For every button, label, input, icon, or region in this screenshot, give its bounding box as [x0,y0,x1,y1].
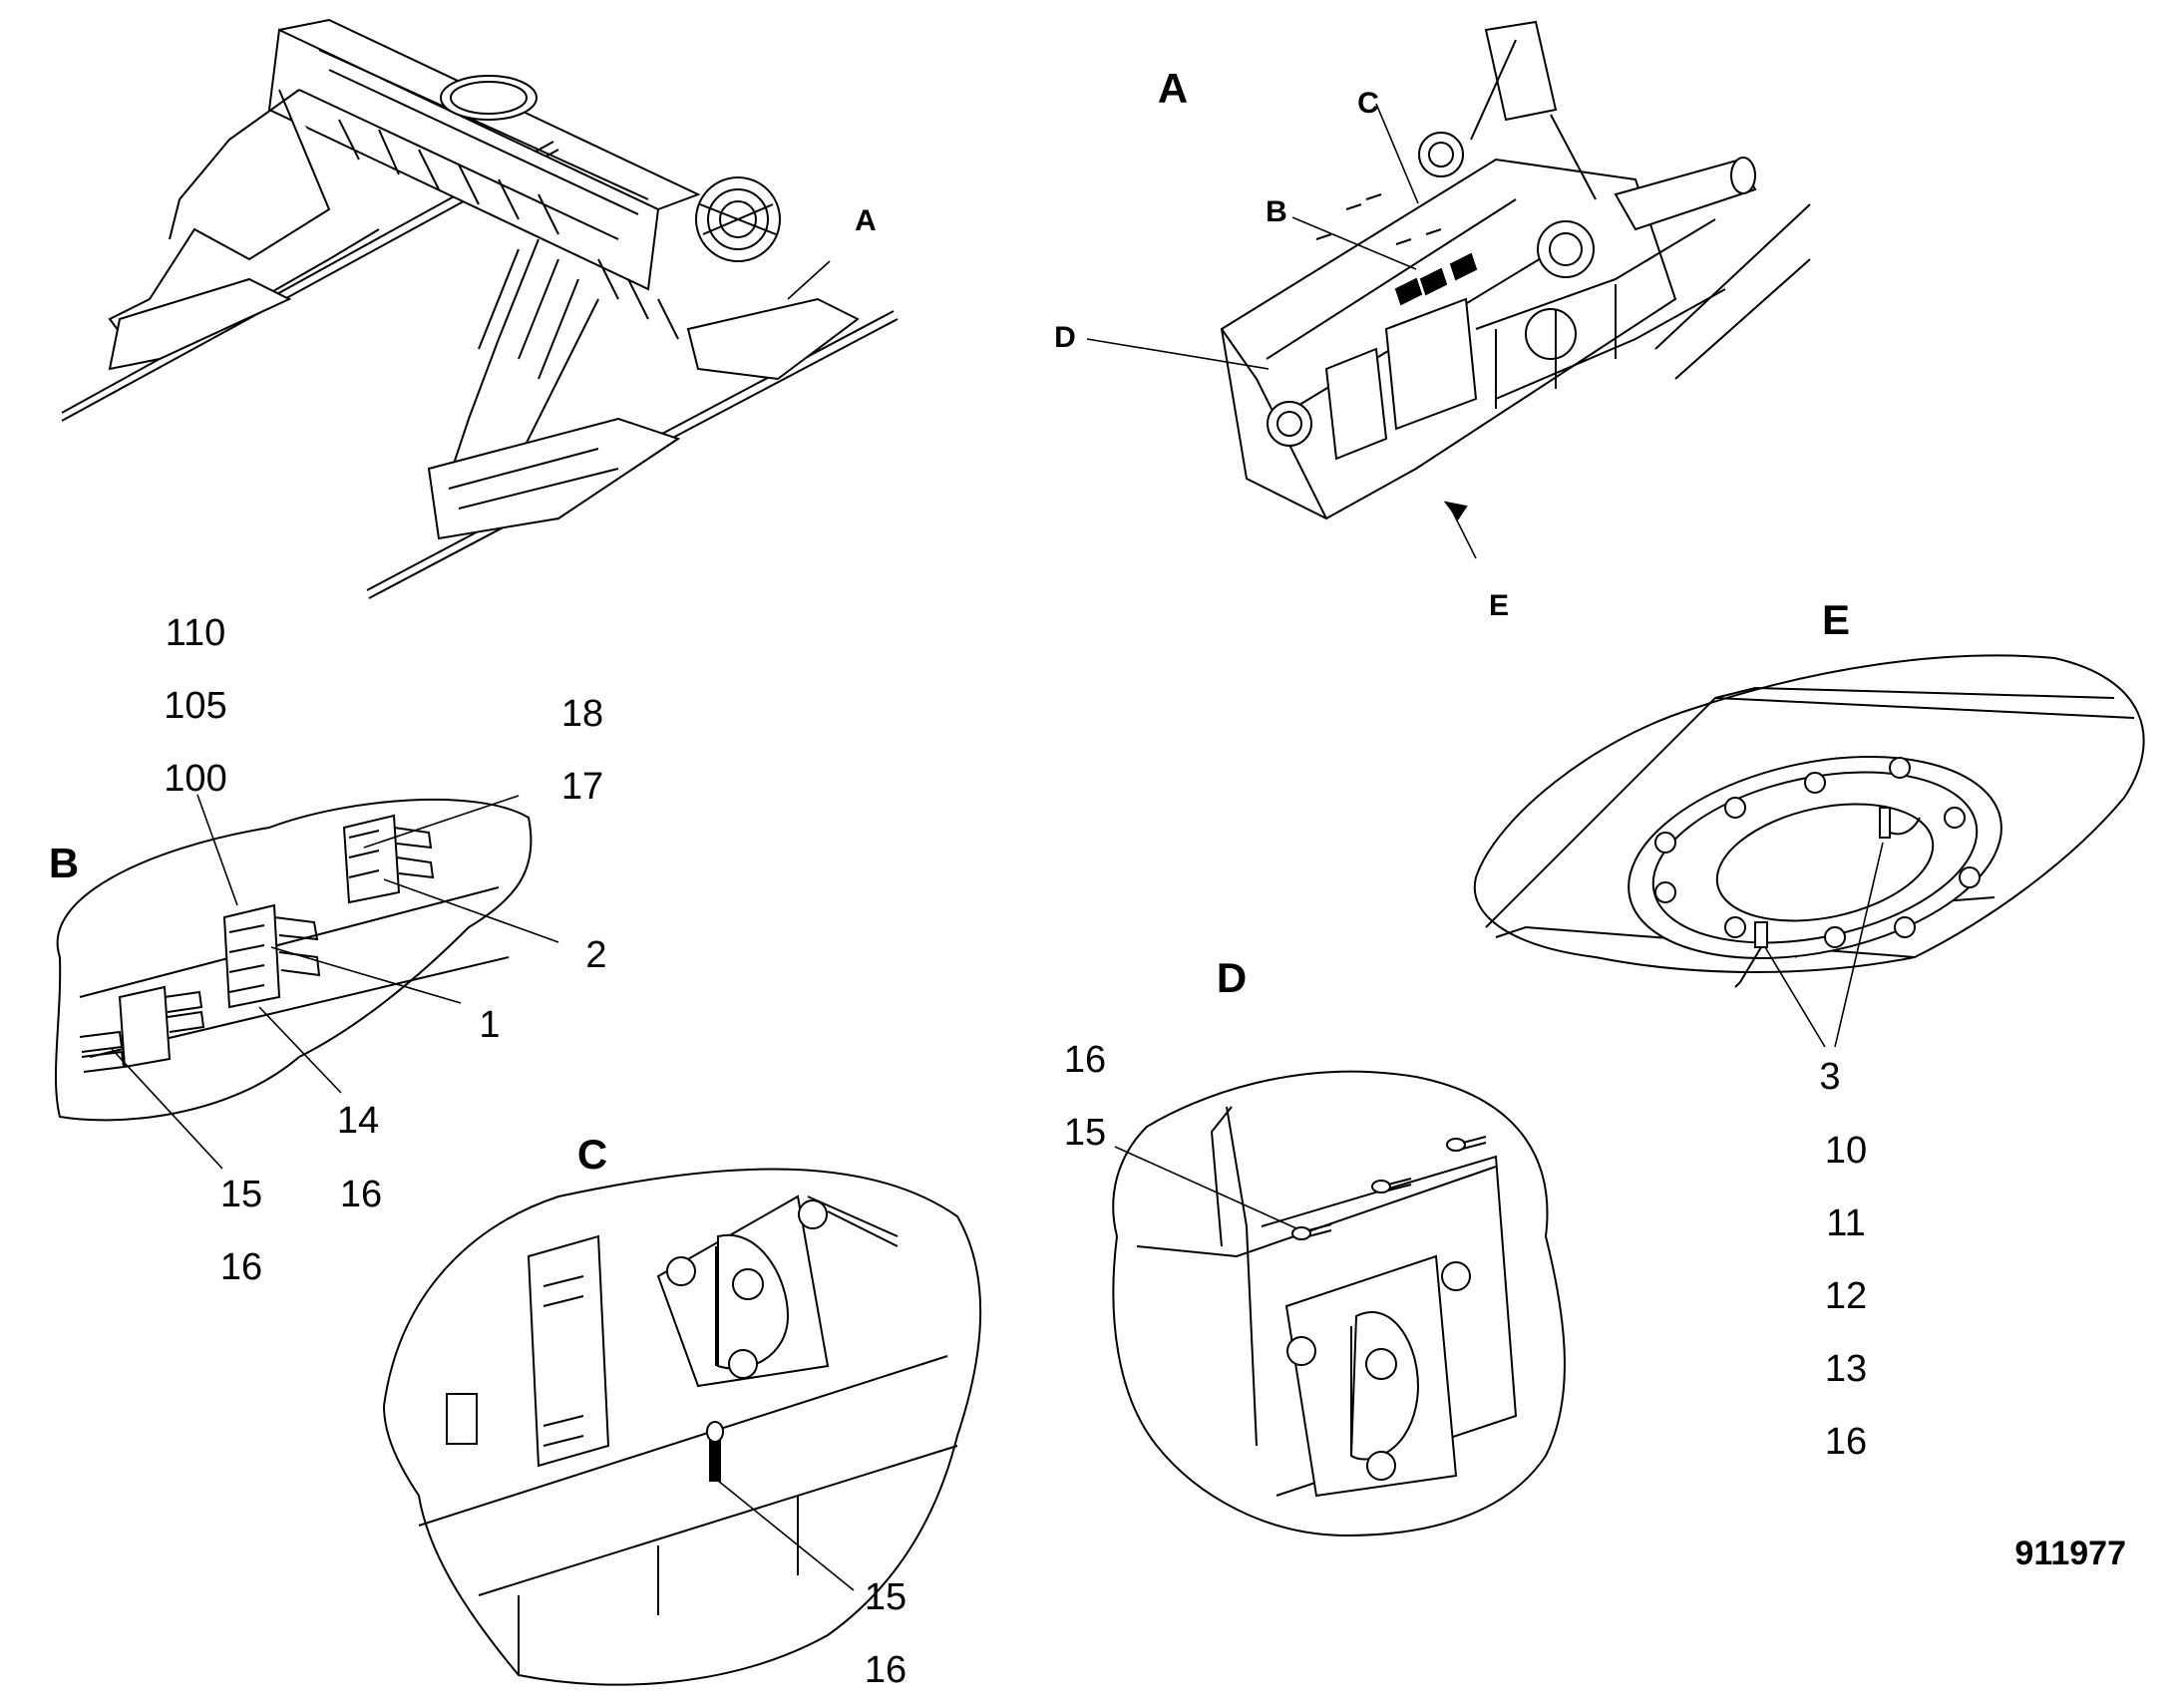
view-a-ref-d: D [1054,321,1076,354]
view-a-title: A [1158,65,1188,112]
view-e-item-10: 10 [1825,1130,1867,1172]
view-b-item-16-a: 16 [340,1174,382,1215]
view-b-item-17: 17 [561,766,603,808]
view-b-title: B [49,840,79,886]
view-c-item-16: 16 [865,1649,907,1691]
view-e-item-13: 13 [1825,1348,1867,1390]
figure-id: 911977 [2014,1535,2126,1572]
view-e-illustration [1473,654,2145,1048]
view-a-ref-c: C [1357,87,1379,120]
view-e-item-3: 3 [1819,1056,1840,1098]
view-b-item-18: 18 [561,693,603,735]
view-d-item-16: 16 [1064,1039,1106,1081]
view-d-title: D [1217,954,1247,1001]
view-b-item-1: 1 [479,1004,500,1046]
view-a-illustration [1086,20,1811,559]
view-a-ref-e: E [1489,589,1509,622]
view-b-item-105: 105 [164,685,226,727]
view-c-item-15: 15 [865,1576,907,1618]
view-b-item-2: 2 [585,934,606,976]
overview-machine [61,18,899,599]
view-a-ref-b: B [1266,195,1287,228]
view-b-item-16-b: 16 [220,1246,262,1288]
view-e-item-11: 11 [1826,1202,1865,1244]
view-b-item-15: 15 [220,1174,262,1215]
view-d-item-15: 15 [1064,1112,1106,1154]
view-e-title: E [1822,596,1850,643]
view-e-item-12: 12 [1825,1275,1867,1317]
view-b-item-100: 100 [164,758,226,800]
view-b-item-14: 14 [337,1100,379,1142]
view-c-illustration [382,1168,982,1686]
view-b-item-110: 110 [166,612,226,654]
view-e-item-16: 16 [1825,1421,1867,1463]
view-c-title: C [577,1131,607,1178]
overview-callout-a: A [855,204,877,237]
view-d-illustration [1112,1070,1566,1537]
view-b-illustration [54,794,559,1170]
